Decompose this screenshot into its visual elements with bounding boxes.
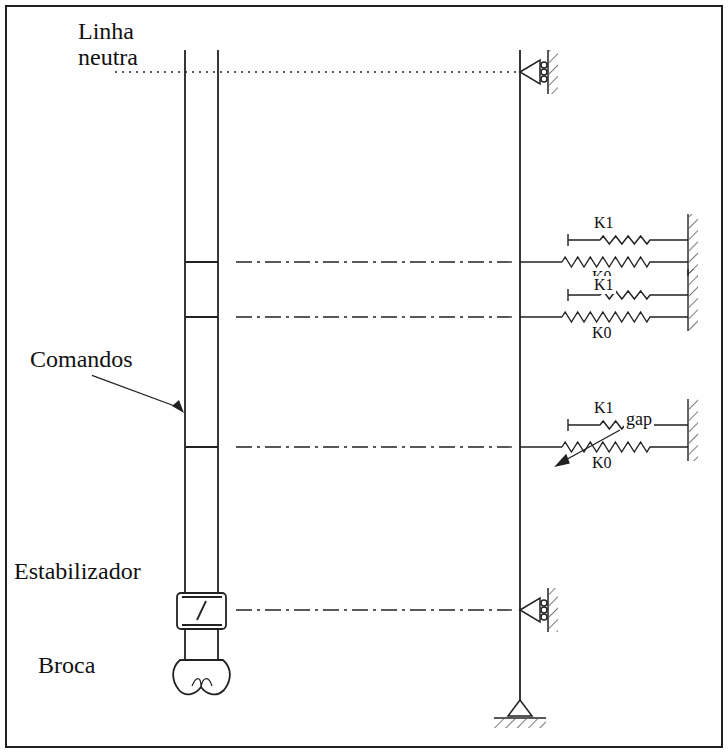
wall-hatch <box>549 50 558 94</box>
wall-hatch <box>689 269 698 331</box>
part-label: Estabilizador <box>12 558 143 584</box>
neutral-line <box>115 71 520 73</box>
spring-label: K1 <box>592 214 616 232</box>
spring-label: K1 <box>592 276 616 294</box>
projection-lines <box>236 262 512 610</box>
drill-collars <box>185 50 218 660</box>
support-wall <box>547 588 549 632</box>
neutral-line-label: Linha neutra <box>76 18 160 71</box>
support-triangle <box>520 60 540 84</box>
arrow-head <box>172 400 184 413</box>
wall-hatch <box>549 588 558 632</box>
roller <box>541 76 547 82</box>
spring-label: K1 <box>592 399 616 417</box>
spring-wall <box>687 269 688 331</box>
spring-wall <box>687 214 688 276</box>
part-label: Comandos <box>28 346 135 372</box>
support-triangle <box>520 598 540 622</box>
spring-wall <box>687 399 688 461</box>
roller <box>541 600 547 606</box>
wall-hatch <box>689 399 698 461</box>
roller <box>541 614 547 620</box>
roller <box>541 69 547 75</box>
spring-k0 <box>520 442 688 452</box>
roller <box>541 62 547 68</box>
spring-k0 <box>520 312 688 322</box>
roller-supports <box>520 50 558 632</box>
pin-support <box>494 700 546 728</box>
spring-k1 <box>568 236 688 244</box>
spring-label: K0 <box>590 324 614 342</box>
drill-bit <box>173 660 230 694</box>
springs <box>520 214 698 461</box>
bit-cutters <box>192 679 212 687</box>
spring-label: K0 <box>590 454 614 472</box>
part-label: Broca <box>36 652 97 678</box>
wall-hatch <box>689 214 698 276</box>
frame <box>6 6 722 747</box>
spring-k1 <box>568 291 688 299</box>
stabilizer <box>177 593 226 629</box>
beam-line <box>519 50 521 700</box>
gap-label: gap <box>624 410 654 430</box>
spring-k0 <box>520 257 688 267</box>
leader-line <box>92 375 180 408</box>
roller <box>541 607 547 613</box>
support-wall <box>547 50 549 94</box>
